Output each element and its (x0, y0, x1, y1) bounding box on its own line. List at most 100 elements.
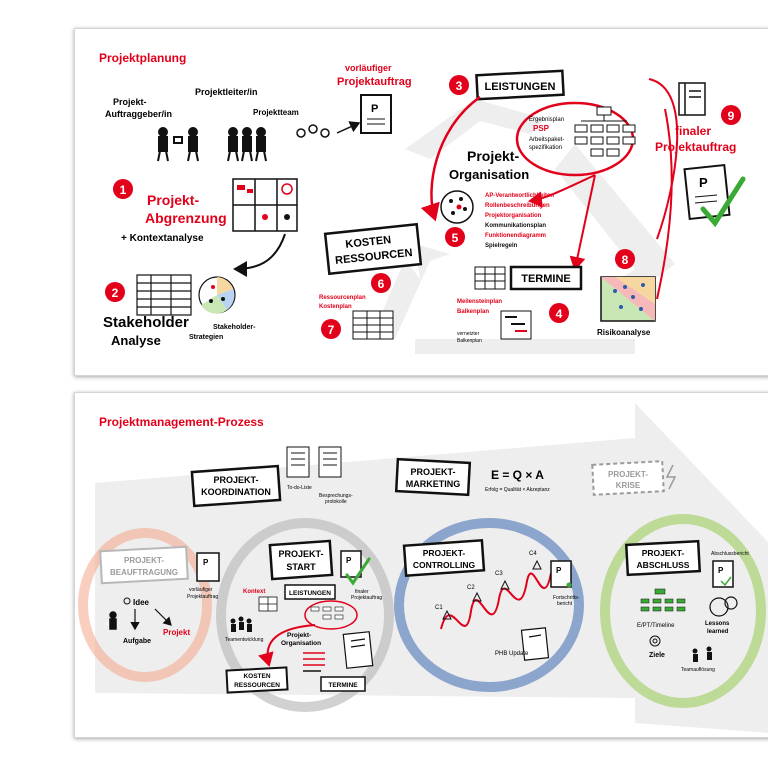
label-kosten: KOSTEN (345, 234, 392, 251)
box-kosten-ressourcen (323, 222, 423, 276)
label-aufgabe: Aufgabe (123, 638, 151, 645)
document-icon-start: P (340, 550, 362, 578)
background-cycle-arrows (375, 99, 675, 354)
label-c2: C2 (467, 585, 475, 591)
step-number-9: 9 (728, 109, 735, 123)
team-dissolve-icon (692, 646, 712, 662)
termine-item-meilensteinplan: Meilensteinplan (457, 299, 502, 305)
box-termine-small (320, 676, 366, 692)
panel-projektmanagement-prozess: Projektmanagement-Prozess PROJEKT- KOORD… (74, 392, 768, 738)
label-projektteam: Projektteam (253, 108, 299, 117)
label-termine: TERMINE (521, 273, 571, 285)
label-kontextanalyse: + Kontextanalyse (121, 233, 204, 244)
document-icon-fortschritt: P (550, 560, 572, 588)
controlling-loop-line (440, 572, 552, 630)
label-start-2: START (286, 562, 316, 572)
phase-circle-start (216, 518, 394, 712)
step-number-2: 2 (112, 286, 119, 300)
doc-letter-p-abschluss: P (718, 566, 724, 575)
prozess-diagram: PROJEKT- KOORDINATION To-do-Liste Bespre… (78, 403, 768, 733)
step-number-8: 8 (622, 253, 629, 267)
label-lessons-2: learned (707, 629, 729, 635)
step-number-7: 7 (328, 323, 335, 337)
label-kosten-small-1: KOSTEN (243, 673, 270, 680)
handbook-stack-icon (342, 631, 374, 669)
label-leistungen-small: LEISTUNGEN (289, 590, 331, 597)
kontext-grid-icon (258, 596, 278, 612)
document-icon-beauftragung: P (196, 552, 220, 582)
box-kosten-small (225, 666, 289, 694)
document-icon-abschluss: P (712, 560, 734, 588)
label-termine-small: TERMINE (328, 682, 358, 689)
gantt-chart-icon (500, 310, 532, 340)
arrow-leistungen-kosten (420, 95, 481, 222)
org-item-4: Funktionendiagramm (485, 233, 546, 239)
label-auftraggeber-1: Projekt- (113, 97, 147, 107)
label-lessons-1: Lessons (705, 621, 730, 627)
checkmark-start-icon (345, 557, 371, 586)
pm-person-icon (109, 611, 117, 630)
psp-item-arbeitspaket: Arbeitspaket- (529, 137, 564, 143)
ideas-lightbulb-icon (296, 124, 330, 138)
phase-circle-abschluss (600, 514, 766, 708)
label-c1: C1 (435, 605, 443, 611)
label-protokolle-2: protokolle (325, 499, 347, 505)
ressourcen-item-kostenplan: Kostenplan (319, 304, 352, 310)
step-badge-3 (449, 75, 469, 95)
box-abschluss (624, 539, 702, 577)
psp-mini-icon (310, 606, 344, 620)
label-strategien-1: Stakeholder- (213, 324, 256, 331)
label-vorlaeufig-1: vorläufiger (345, 63, 392, 73)
label-koordination-2: KOORDINATION (201, 487, 271, 497)
org-item-2: Projektorganisation (485, 213, 542, 219)
checkmark-icon (700, 176, 746, 228)
doc-letter-p-fortschritt: P (556, 566, 562, 575)
label-strategien-2: Strategien (189, 334, 223, 341)
context-matrix-icon (232, 178, 298, 232)
doc-letter-p-beauftragung: P (203, 558, 209, 567)
psp-item-spezifikation: spezifikation (529, 145, 562, 151)
psp-tree-icon (574, 106, 636, 157)
org-item-1: Rollenbeschreibungen (485, 203, 550, 209)
label-controlling-2: CONTROLLING (413, 560, 476, 570)
box-controlling (402, 538, 486, 578)
psp-item-ergebnisplan: Ergebnisplan (529, 117, 564, 123)
label-ziele: Ziele (649, 652, 665, 659)
label-abgrenzung-1: Projekt- (147, 192, 199, 208)
label-krise-2: KRISE (616, 481, 641, 490)
handbook-icon (678, 82, 706, 116)
label-stakeholder-1: Stakeholder (103, 314, 189, 331)
termine-item-vernetzter: vernetzter (457, 331, 480, 337)
termine-item-balkenplan: Balkenplan (457, 309, 489, 315)
label-stakeholder-2: Analyse (111, 333, 161, 348)
handbook-phb-icon (520, 627, 550, 661)
lessons-learned-icon (709, 596, 738, 617)
label-leistungen: LEISTUNGEN (485, 81, 556, 93)
label-phb-update: PHB Update (495, 651, 529, 657)
step-badge-1 (113, 179, 133, 199)
label-vorlaeufig-2: Projektauftrag (337, 76, 412, 88)
panel-projektplanung: Projektplanung Projekt- Auftraggeber/in … (74, 28, 768, 376)
kosten-table-icon (352, 310, 394, 340)
label-marketing-2: MARKETING (406, 479, 461, 489)
organisation-circle-icon (440, 190, 474, 224)
label-org-1: Projekt- (287, 632, 311, 639)
label-timeline: E/PT/Timeline (637, 623, 675, 629)
stakeholder-strategy-pie-icon (198, 276, 236, 314)
label-projektleiter: Projektleiter/in (195, 87, 258, 97)
label-teamentwicklung: Teamentwicklung (225, 637, 264, 643)
lightbulb-icon (123, 597, 131, 605)
label-pm: PM (103, 621, 109, 626)
box-krise (591, 460, 665, 496)
label-kontext: Kontext (243, 589, 265, 595)
timeline-tree-icon (640, 588, 686, 612)
document-icon-vorlaeufig: P (360, 94, 392, 134)
label-start-1: PROJEKT- (278, 549, 323, 559)
doc-letter-p: P (371, 103, 378, 115)
org-item-5: Spielregeln (485, 243, 518, 249)
phase-circle-beauftragung (78, 528, 212, 682)
projektplanung-diagram: Projekt- Auftraggeber/in Projektleiter/i… (103, 63, 746, 354)
step-number-6: 6 (378, 277, 385, 291)
label-fortschritt-2: bericht (557, 601, 573, 607)
termine-table-icon (474, 266, 506, 290)
